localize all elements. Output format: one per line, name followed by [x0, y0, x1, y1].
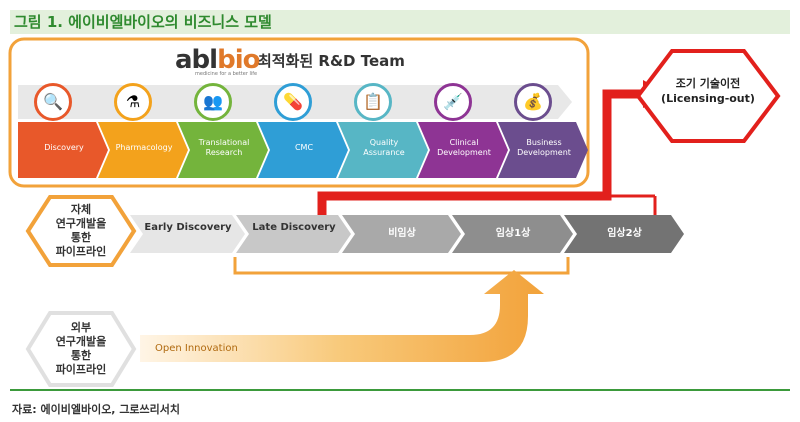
rnd-chevron-discovery: [18, 122, 108, 178]
rnd-step-label: Clinical Development: [437, 138, 491, 157]
stage-chevron-1: [130, 215, 245, 253]
external-pipeline-label: 외부 연구개발을 통한 파이프라인: [55, 321, 107, 376]
rnd-chevron-business-development: [498, 122, 588, 178]
open-innovation-label: Open Innovation: [155, 343, 238, 354]
licensing-hexagon: [635, 49, 781, 143]
stage-label-late-discovery: Late Discovery: [252, 222, 336, 233]
rnd-step-label: Business Development: [517, 138, 571, 157]
stage-chevron-4: [452, 215, 573, 253]
rnd-step-label: CMC: [294, 143, 314, 152]
logo-tagline: medicine for a better life: [195, 71, 258, 77]
people-research-icon: 👥: [194, 83, 232, 121]
external-pipeline-hexagon: [25, 311, 137, 387]
internal-pipeline-hexagon: [25, 195, 137, 267]
pills-icon: 💊: [274, 83, 312, 121]
internal-pipeline-label: 자체 연구개발을 통한 파이프라인: [55, 203, 107, 258]
document-check-icon: 📋: [354, 83, 392, 121]
iv-drip-icon: 💉: [434, 83, 472, 121]
magnifier-icon: 🔍: [34, 83, 72, 121]
rnd-chevron-translational-research: [178, 122, 268, 178]
lab-flask-icon: ⚗: [114, 83, 152, 121]
stage-label-nonclinical: 비임상: [388, 228, 416, 239]
rnd-step-label: Discovery: [44, 143, 84, 152]
rnd-step-label: Translational Research: [198, 138, 250, 157]
open-innovation-arrow: [140, 270, 544, 362]
stage-label-phase1: 임상1상: [495, 228, 531, 239]
rnd-chevrons: [18, 122, 588, 178]
open-innovation-bracket: [233, 257, 570, 275]
rnd-chevron-clinical-development: [418, 122, 508, 178]
rnd-step-label: Quality Assurance: [363, 138, 405, 157]
footer-divider: [10, 389, 790, 391]
source-note: 자료: 에이비엘바이오, 그로쓰리서치: [12, 403, 181, 416]
rnd-team-title: 최적화된 R&D Team: [258, 52, 405, 70]
money-brain-icon: 💰: [514, 83, 552, 121]
ablbio-logo: ablbio: [175, 45, 260, 75]
rnd-step-label: Pharmacology: [115, 143, 173, 152]
stage-chevron-2: [236, 215, 351, 253]
rnd-chevron-pharmacology: [98, 122, 188, 178]
stage-chevron-3: [342, 215, 461, 253]
stage-chevron-5: [564, 215, 684, 253]
stage-label-phase2: 임상2상: [607, 228, 642, 239]
rnd-chevron-quality-assurance: [338, 122, 428, 178]
title-bar: [10, 10, 790, 34]
rnd-chevron-cmc: [258, 122, 348, 178]
figure-title: 그림 1. 에이비엘바이오의 비즈니스 모델: [14, 13, 272, 31]
licensing-out-label: 조기 기술이전 (Licensing-out): [661, 77, 755, 105]
stage-label-early-discovery: Early Discovery: [144, 222, 232, 233]
